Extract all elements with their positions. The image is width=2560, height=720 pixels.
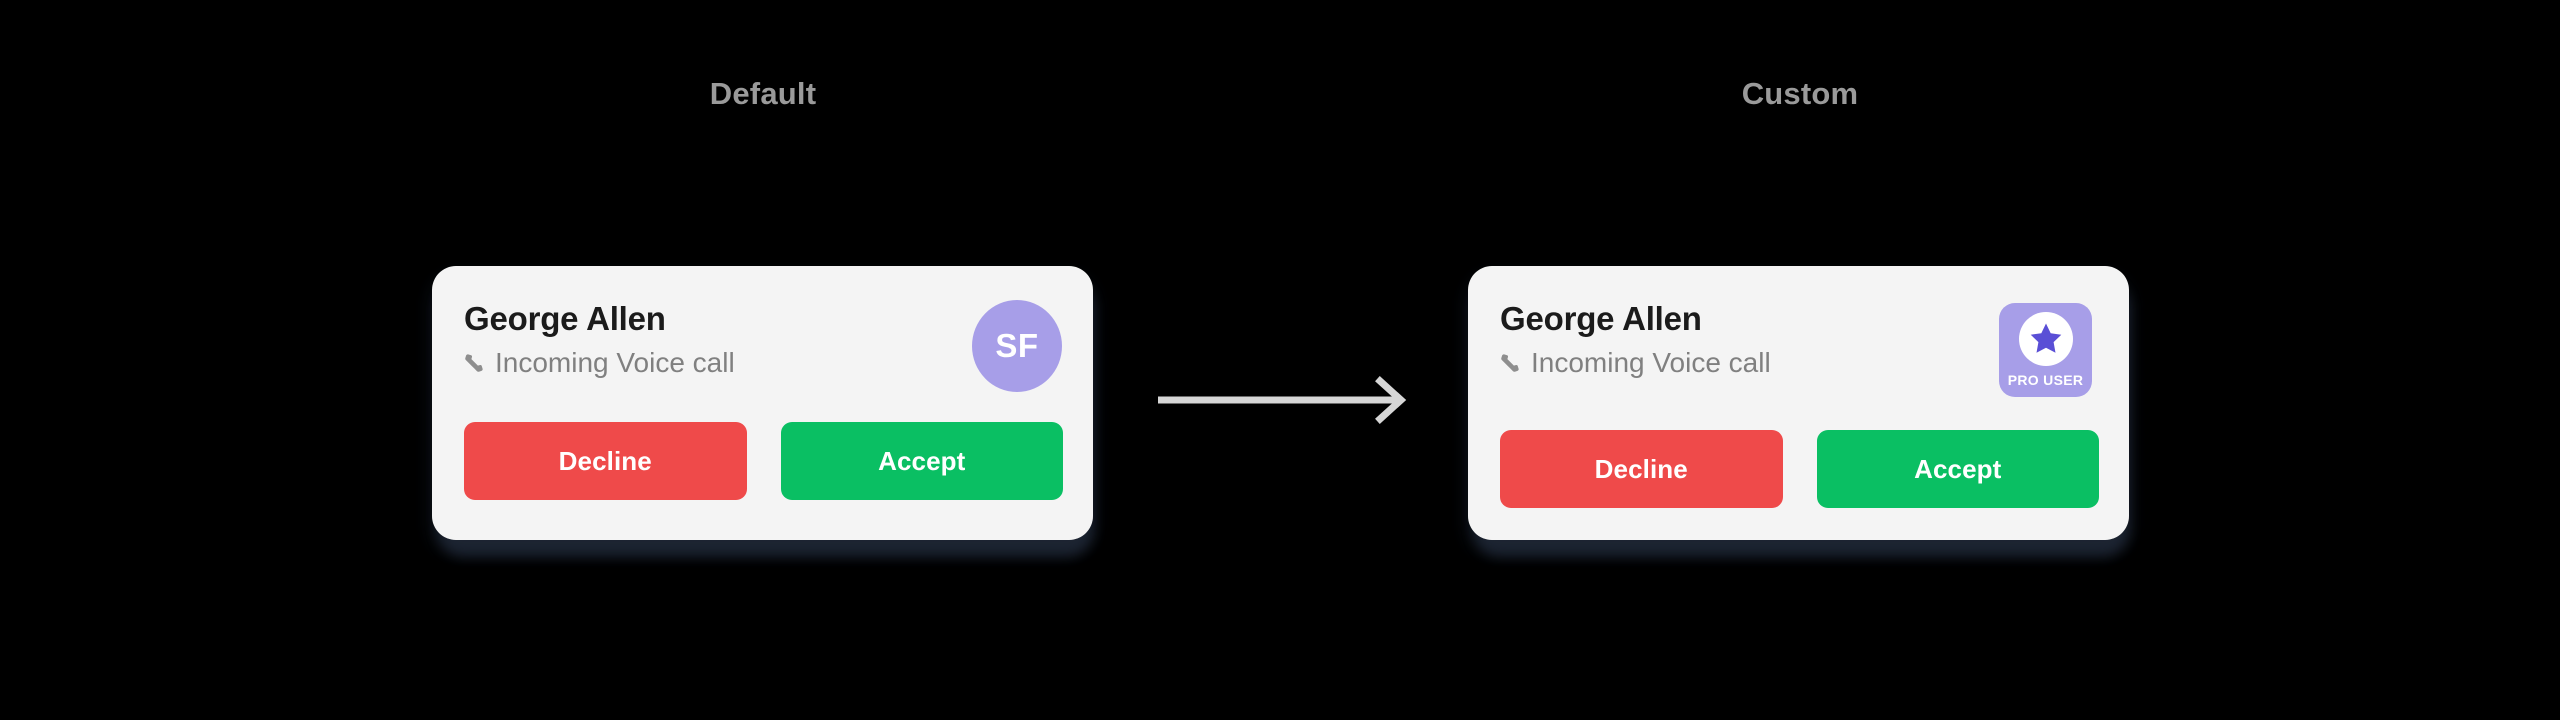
caller-name: George Allen	[464, 300, 666, 337]
avatar-initials: SF	[995, 327, 1039, 364]
accept-button[interactable]: Accept	[1816, 430, 2099, 508]
arrow-right-icon	[1158, 376, 1410, 424]
call-status-row: Incoming Voice call	[462, 347, 735, 379]
badge-disc	[2018, 312, 2073, 366]
decline-button[interactable]: Decline	[1500, 430, 1783, 508]
pro-user-badge: PRO USER	[1999, 303, 2092, 397]
call-card-custom: George Allen Incoming Voice call PRO USE…	[1468, 266, 2129, 556]
call-status-label: Incoming Voice call	[1531, 347, 1771, 378]
avatar: SF	[972, 300, 1062, 392]
accept-button[interactable]: Accept	[780, 422, 1063, 500]
call-card-default: George Allen Incoming Voice call SF Decl…	[432, 266, 1093, 556]
star-icon	[2030, 323, 2061, 353]
call-status-label: Incoming Voice call	[495, 347, 735, 378]
call-status-row: Incoming Voice call	[1498, 347, 1771, 379]
pro-user-badge-label: PRO USER	[2007, 372, 2084, 388]
phone-icon	[462, 351, 486, 375]
call-actions-default: Decline Accept	[432, 422, 1093, 500]
call-card-surface-custom: George Allen Incoming Voice call PRO USE…	[1468, 266, 2129, 540]
call-actions-custom: Decline Accept	[1468, 430, 2129, 508]
section-caption-default: Default	[709, 76, 817, 111]
section-caption-custom: Custom	[1741, 76, 1859, 111]
decline-button[interactable]: Decline	[464, 422, 747, 500]
phone-icon	[1498, 351, 1522, 375]
call-card-surface-default: George Allen Incoming Voice call SF Decl…	[432, 266, 1093, 540]
caller-name: George Allen	[1500, 300, 1702, 337]
